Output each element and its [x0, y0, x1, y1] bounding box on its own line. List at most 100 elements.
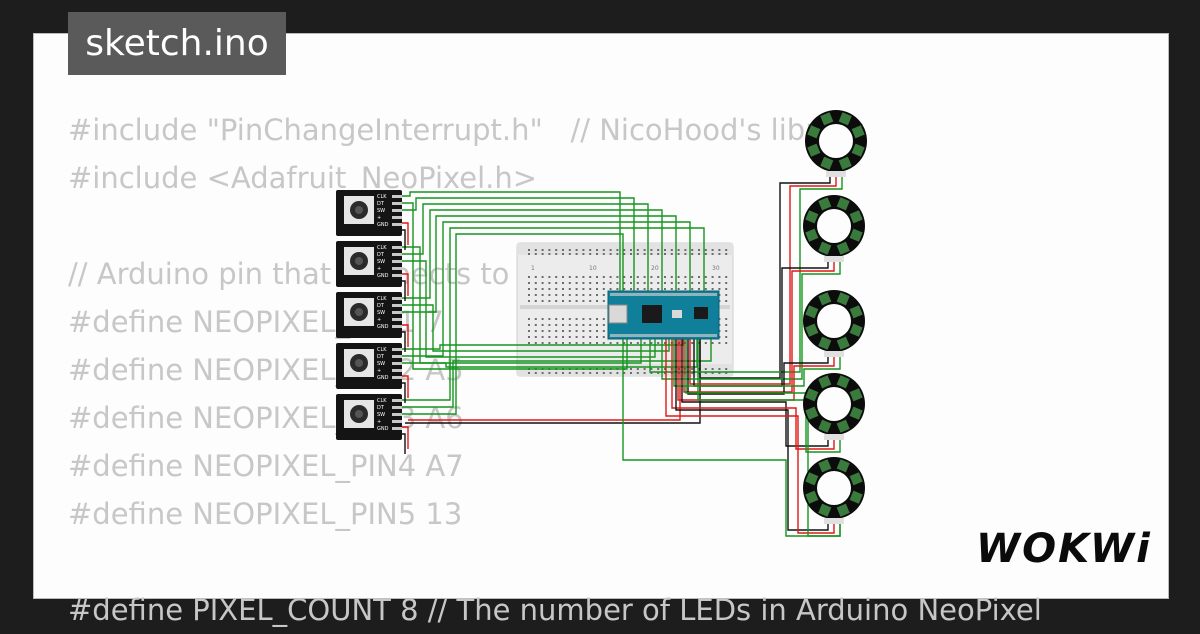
encoder-pin	[392, 202, 402, 205]
encoder-pin	[392, 267, 402, 270]
power-wire	[402, 324, 409, 347]
code-line: #define NEOPIXEL_PIN5 13	[68, 497, 463, 531]
encoder-pin-label: +	[377, 419, 381, 425]
neopixel-ring[interactable]	[803, 290, 865, 357]
neopixel-ring[interactable]	[805, 110, 867, 177]
ground-wire	[675, 339, 829, 531]
ring-led	[849, 490, 863, 504]
code-preview: #include "PinChangeInterrupt.h" // NicoH…	[68, 106, 1042, 634]
ring-led	[818, 241, 832, 255]
encoder-pin	[392, 195, 402, 198]
power-wire	[408, 339, 681, 421]
encoder-pin-label: SW	[377, 208, 385, 214]
encoder-pin	[392, 253, 402, 256]
ring-led	[849, 323, 863, 337]
preview-card: #include "PinChangeInterrupt.h" // NicoH…	[33, 33, 1169, 627]
filename-tab[interactable]: sketch.ino	[68, 12, 286, 75]
encoder-pin-label: CLK	[377, 398, 387, 404]
data-wire	[685, 339, 841, 453]
encoder-pin-label: DT	[377, 303, 385, 309]
encoder-pin	[392, 348, 402, 351]
encoder-pin-label: DT	[377, 201, 385, 207]
ring-led	[805, 323, 819, 337]
encoder-pin	[392, 369, 402, 372]
ground-wire	[687, 339, 829, 395]
signal-wire	[402, 203, 649, 291]
ring-led	[818, 503, 832, 517]
power-wire	[665, 339, 835, 534]
ring-led	[849, 210, 863, 224]
signal-wires	[402, 191, 712, 415]
encoder-pin	[392, 399, 402, 402]
ring-led	[849, 228, 863, 242]
encoder-pin-label: CLK	[377, 347, 387, 353]
data-wire	[661, 262, 841, 380]
neopixel-ring[interactable]	[803, 373, 865, 440]
encoder-pin-label: CLK	[377, 296, 387, 302]
encoder-pin-label: SW	[377, 412, 385, 418]
signal-wire	[402, 304, 670, 352]
encoder-pin	[392, 420, 402, 423]
data-wire	[622, 339, 841, 537]
code-line: #define PIXEL_COUNT 8 // The number of L…	[68, 593, 1042, 627]
ring-led	[805, 228, 819, 242]
ring-led	[836, 419, 850, 433]
signal-wire	[402, 227, 705, 401]
ring-led	[805, 388, 819, 402]
ring-led	[818, 292, 832, 306]
ring-led	[836, 375, 850, 389]
encoder-pin-label: SW	[377, 259, 385, 265]
power-wire	[671, 339, 835, 450]
encoder-pin	[392, 325, 402, 328]
ring-led	[818, 419, 832, 433]
breadboard-col-label: 30	[712, 265, 720, 272]
power-wire	[402, 222, 409, 245]
encoder-pin-label: GND	[377, 273, 389, 279]
power-wires	[402, 177, 843, 537]
power-wire	[402, 426, 409, 449]
encoder-pin-label: +	[377, 215, 381, 221]
wokwi-logo: WOKWi	[976, 526, 1152, 572]
encoder-pin-label: GND	[377, 375, 389, 381]
neopixel-ring[interactable]	[803, 457, 865, 524]
signal-wire	[402, 221, 691, 357]
ring-led	[805, 490, 819, 504]
encoder-pin	[392, 297, 402, 300]
signal-wire	[402, 339, 684, 350]
encoder-pin	[392, 355, 402, 358]
data-wire	[673, 339, 841, 387]
ground-wire	[402, 229, 406, 250]
ground-wire	[402, 280, 406, 301]
encoder-pin-label: +	[377, 317, 381, 323]
neopixel-ring[interactable]	[803, 195, 865, 262]
breadboard-col-label: 1	[531, 265, 535, 272]
encoder-pin	[392, 223, 402, 226]
encoder-pin-label: GND	[377, 324, 389, 330]
encoder-pin	[392, 318, 402, 321]
ground-wire	[681, 339, 829, 447]
ring-led	[836, 336, 850, 350]
code-line: // Arduino pin that connects to	[68, 257, 510, 291]
signal-wire	[402, 339, 698, 368]
ring-led	[805, 210, 819, 224]
ring-led	[820, 156, 834, 170]
mcu-chip	[642, 305, 662, 323]
signal-wire	[402, 233, 624, 415]
ring-led	[851, 143, 865, 157]
ring-led	[818, 459, 832, 473]
encoder-pin	[392, 260, 402, 263]
power-wire	[402, 273, 409, 296]
breadboard-col-label: 10	[589, 265, 597, 272]
ring-led	[849, 305, 863, 319]
code-line: #define NEOPIXEL_PIN4 A7	[68, 449, 464, 483]
ring-led	[836, 292, 850, 306]
ring-led	[805, 406, 819, 420]
encoder-pin	[392, 246, 402, 249]
ring-led	[849, 406, 863, 420]
